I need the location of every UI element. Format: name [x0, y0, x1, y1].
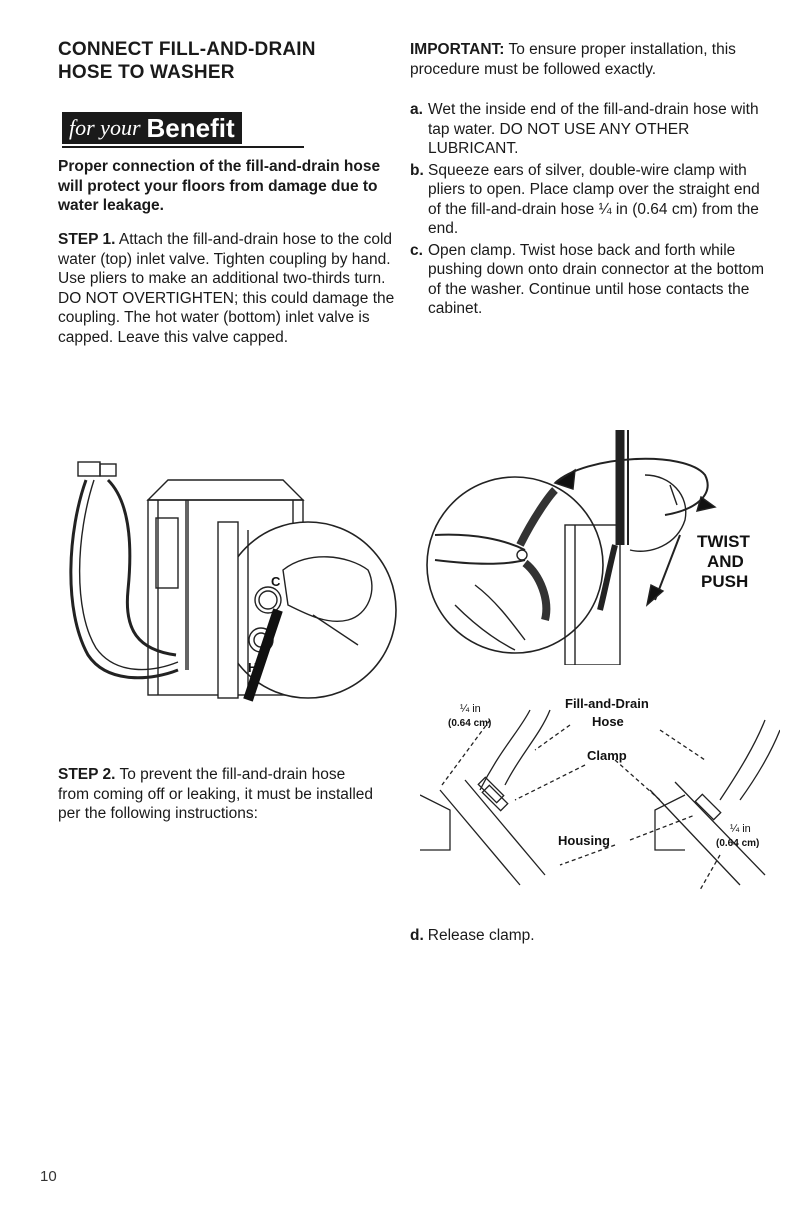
important-text: To ensure proper installation, this proc…: [410, 41, 736, 78]
right-housing: [654, 794, 686, 851]
clamp-label: Clamp: [587, 748, 627, 763]
step-1-text: Attach the fill-and-drain hose to the co…: [58, 231, 395, 346]
title-line-2: HOSE TO WASHER: [58, 62, 235, 83]
title-line-1: CONNECT FILL-AND-DRAIN: [58, 39, 316, 60]
page-title: CONNECT FILL-AND-DRAIN HOSE TO WASHER: [58, 38, 388, 84]
fill-and-drain-label: Fill-and-Drain: [565, 696, 649, 711]
cabinet-top: [146, 479, 305, 501]
left-housing: [420, 794, 451, 851]
clamp-placement-diagram: ¼ in (0.64 cm) Fill-and-Drain Hose Clamp…: [420, 696, 780, 891]
substep-text: Wet the inside end of the fill-and-drain…: [428, 101, 759, 157]
hot-valve-label: H: [248, 660, 257, 675]
substep-d: d.Release clamp.: [410, 927, 535, 945]
banner-underline: [62, 146, 304, 148]
substep-letter: a.: [410, 101, 423, 118]
cold-valve-label: C: [271, 574, 281, 589]
substep-letter: c.: [410, 241, 423, 259]
step-2-text: To prevent the fill-and-drain hose from …: [58, 766, 374, 822]
step-2-paragraph: STEP 2. To prevent the fill-and-drain ho…: [58, 765, 378, 824]
cm-label-2: (0.64 cm): [716, 838, 759, 849]
important-label: IMPORTANT:: [410, 41, 505, 58]
housing-label: Housing: [558, 833, 610, 848]
substep-text: Release clamp.: [427, 927, 535, 944]
substep-b: b. Squeeze ears of silver, double-wire c…: [410, 161, 775, 239]
twist-label: TWIST: [697, 532, 750, 551]
washer-inlet-illustration: C H: [69, 461, 397, 702]
substep-letter: b.: [410, 161, 424, 179]
substep-a: a. Wet the inside end of the fill-and-dr…: [410, 100, 775, 159]
hose-label: Hose: [592, 714, 624, 729]
substep-text: Squeeze ears of silver, double-wire clam…: [428, 161, 760, 238]
step-1-label: STEP 1.: [58, 231, 116, 248]
page-number: 10: [40, 1168, 57, 1185]
benefit-text: Proper connection of the fill-and-drain …: [58, 158, 381, 214]
banner-bold: Benefit: [146, 112, 235, 143]
quarter-inch-label: ¼ in: [460, 703, 481, 715]
banner-italic: for your: [69, 115, 141, 140]
substep-letter: d.: [410, 927, 424, 944]
twist-push-illustration: TWIST AND PUSH: [426, 430, 750, 665]
quarter-inch-label-2: ¼ in: [730, 823, 751, 835]
step-1-paragraph: STEP 1. Attach the fill-and-drain hose t…: [58, 230, 396, 347]
substep-text: Open clamp. Twist hose back and forth wh…: [428, 241, 765, 318]
push-label: PUSH: [701, 572, 748, 591]
and-label: AND: [707, 552, 744, 571]
for-your-benefit-banner: for your Benefit: [62, 112, 242, 144]
step-2-label: STEP 2.: [58, 766, 116, 783]
cm-label: (0.64 cm): [448, 718, 491, 729]
substep-c: c. Open clamp. Twist hose back and forth…: [410, 241, 775, 319]
important-note: IMPORTANT: To ensure proper installation…: [410, 40, 770, 79]
substeps-list: a. Wet the inside end of the fill-and-dr…: [410, 100, 775, 321]
